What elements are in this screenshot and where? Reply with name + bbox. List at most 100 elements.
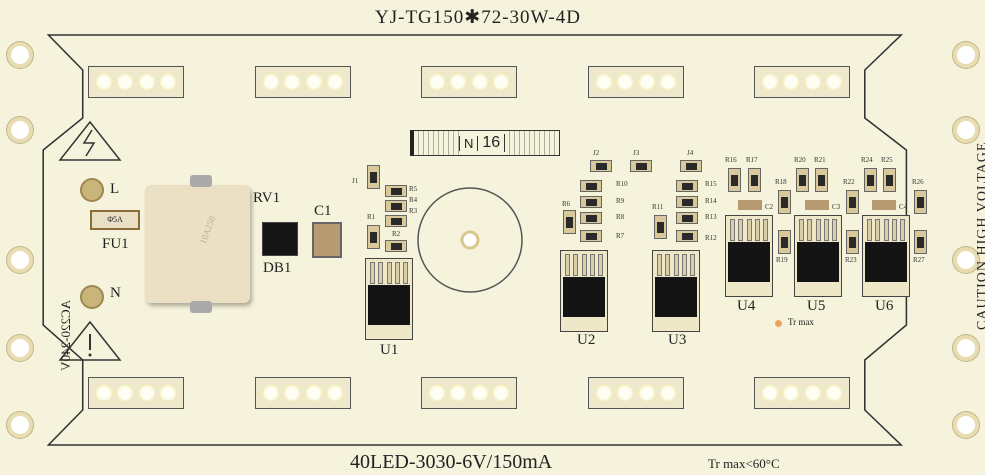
label-r20: R20: [794, 156, 806, 164]
input-voltage: AC220-240V: [58, 300, 73, 371]
resistor: [846, 230, 859, 254]
label-r6: R6: [562, 200, 571, 208]
mounting-hole: [953, 247, 979, 273]
tr-point-label: Tr max: [788, 317, 814, 327]
label-j4: J4: [687, 149, 694, 157]
led-strip: [255, 377, 351, 409]
ic-label-u4: U4: [737, 298, 756, 314]
fuse: Φ5A: [90, 210, 140, 230]
varistor-label: RV1: [253, 190, 281, 206]
jumper-j1: [367, 165, 380, 189]
label-r10: R10: [616, 180, 628, 188]
tr-point-dot: [775, 320, 782, 327]
label-c2: C2: [765, 203, 774, 211]
label-r5: R5: [409, 185, 418, 193]
mounting-hole: [7, 247, 33, 273]
label-r27: R27: [913, 256, 925, 264]
terminal-l-pad: [80, 178, 104, 202]
label-c3: C3: [832, 203, 841, 211]
label-r14: R14: [705, 197, 717, 205]
ic-label-u3: U3: [668, 332, 687, 348]
resistor: [385, 200, 407, 212]
label-c4: C4: [899, 203, 908, 211]
resistor: [676, 212, 698, 224]
ic-label-u5: U5: [807, 298, 826, 314]
label-r23: R23: [845, 256, 857, 264]
hazard-lightning-icon: [58, 120, 122, 161]
fuse-value: Φ5A: [107, 215, 123, 224]
ic-label-u1: U1: [380, 342, 399, 358]
board-spec: 40LED-3030-6V/150mA: [350, 451, 553, 473]
label-r3: R3: [409, 207, 418, 215]
resistor: [580, 230, 602, 242]
capacitor-c1: [312, 222, 342, 258]
ic-u4: [725, 215, 773, 297]
label-r12: R12: [705, 234, 717, 242]
high-voltage-warning: CAUTION HIGH VOLTAGE: [975, 141, 985, 330]
ic-u3: [652, 250, 700, 332]
mounting-hole: [7, 42, 33, 68]
resistor: [676, 180, 698, 192]
resistor: [654, 215, 667, 239]
label-r17: R17: [746, 156, 758, 164]
resistor: [676, 196, 698, 208]
bridge-label: DB1: [263, 260, 292, 276]
mounting-hole: [953, 42, 979, 68]
mounting-hole: [7, 412, 33, 438]
label-r18: R18: [775, 178, 787, 186]
led-strip: [88, 377, 184, 409]
label-r2: R2: [392, 230, 401, 238]
jumper-j2: [590, 160, 612, 172]
fuse-label: FU1: [102, 236, 129, 252]
resistor: [914, 230, 927, 254]
resistor: [367, 225, 380, 249]
resistor: [563, 210, 576, 234]
terminal-n-label: N: [110, 285, 121, 301]
led-strip: [255, 66, 351, 98]
label-r8: R8: [616, 213, 625, 221]
label-r19: R19: [776, 256, 788, 264]
terminal-n-pad: [80, 285, 104, 309]
capacitor-label: C1: [314, 203, 332, 219]
warning-icon: [58, 320, 122, 361]
resistor: [580, 180, 602, 192]
mounting-hole: [7, 335, 33, 361]
varistor-marking: 10A250: [197, 214, 218, 246]
led-strip: [754, 377, 850, 409]
label-r24: R24: [861, 156, 873, 164]
label-r25: R25: [881, 156, 893, 164]
batch-code-box: N 16: [410, 130, 560, 156]
resistor: [385, 240, 407, 252]
resistor: [914, 190, 927, 214]
capacitor-c2: [738, 200, 762, 210]
resistor: [815, 168, 828, 192]
ic-u6: [862, 215, 910, 297]
mounting-hole: [953, 335, 979, 361]
resistor: [580, 212, 602, 224]
resistor: [796, 168, 809, 192]
resistor: [883, 168, 896, 192]
ic-label-u2: U2: [577, 332, 596, 348]
label-r26: R26: [912, 178, 924, 186]
label-r11: R11: [652, 203, 664, 211]
label-r13: R13: [705, 213, 717, 221]
mounting-hole: [953, 412, 979, 438]
terminal-l-label: L: [110, 181, 120, 197]
capacitor-c4: [872, 200, 896, 210]
label-r9: R9: [616, 197, 625, 205]
jumper-j3: [630, 160, 652, 172]
led-strip: [421, 377, 517, 409]
led-strip: [88, 66, 184, 98]
ic-label-u6: U6: [875, 298, 894, 314]
resistor: [728, 168, 741, 192]
batch-number: 16: [478, 134, 506, 152]
label-j3: J3: [633, 149, 640, 157]
resistor: [385, 215, 407, 227]
varistor-rv1: 10A250: [145, 175, 250, 313]
capacitor-c3: [805, 200, 829, 210]
bridge-rectifier: [262, 222, 298, 256]
mounting-hole: [953, 117, 979, 143]
jumper-j4: [680, 160, 702, 172]
